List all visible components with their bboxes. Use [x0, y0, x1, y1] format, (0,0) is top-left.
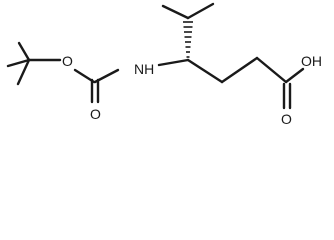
carbamate-group: [73, 68, 120, 104]
bond-chiral-to-ch2: [186, 58, 224, 84]
ester-oxygen-label: O: [62, 53, 73, 69]
hydroxyl-label: OH: [301, 53, 322, 69]
bond-isopropyl-ch-to-methyl-right: [186, 2, 215, 20]
backbone: [157, 2, 288, 84]
bond-carbonyl-to-nitrogen: [93, 68, 120, 84]
carboxylic-acid-group: [282, 67, 305, 110]
tert-butyl-group: [6, 41, 62, 86]
bond-isopropyl-ch-to-methyl-left: [161, 4, 190, 20]
bond-tbu-methyl-left: [6, 58, 31, 68]
carbonyl-oxygen-label: O: [90, 106, 101, 122]
acid-carbonyl-oxygen-label: O: [281, 111, 292, 127]
bond-tbu-methyl-bottom: [16, 58, 31, 86]
hashed-wedge-bond: [183, 21, 193, 58]
chemical-structure: O O NH O OH: [6, 2, 322, 127]
bond-nitrogen-to-chiral-carbon: [157, 58, 190, 67]
bond-tbu-methyl-top: [17, 41, 31, 62]
bond-ch2-to-ch2: [220, 56, 259, 84]
bond-carboxyl-to-hydroxyl: [284, 67, 305, 84]
amine-label: NH: [134, 61, 154, 77]
bond-ch2-to-carboxyl-carbon: [255, 56, 288, 84]
